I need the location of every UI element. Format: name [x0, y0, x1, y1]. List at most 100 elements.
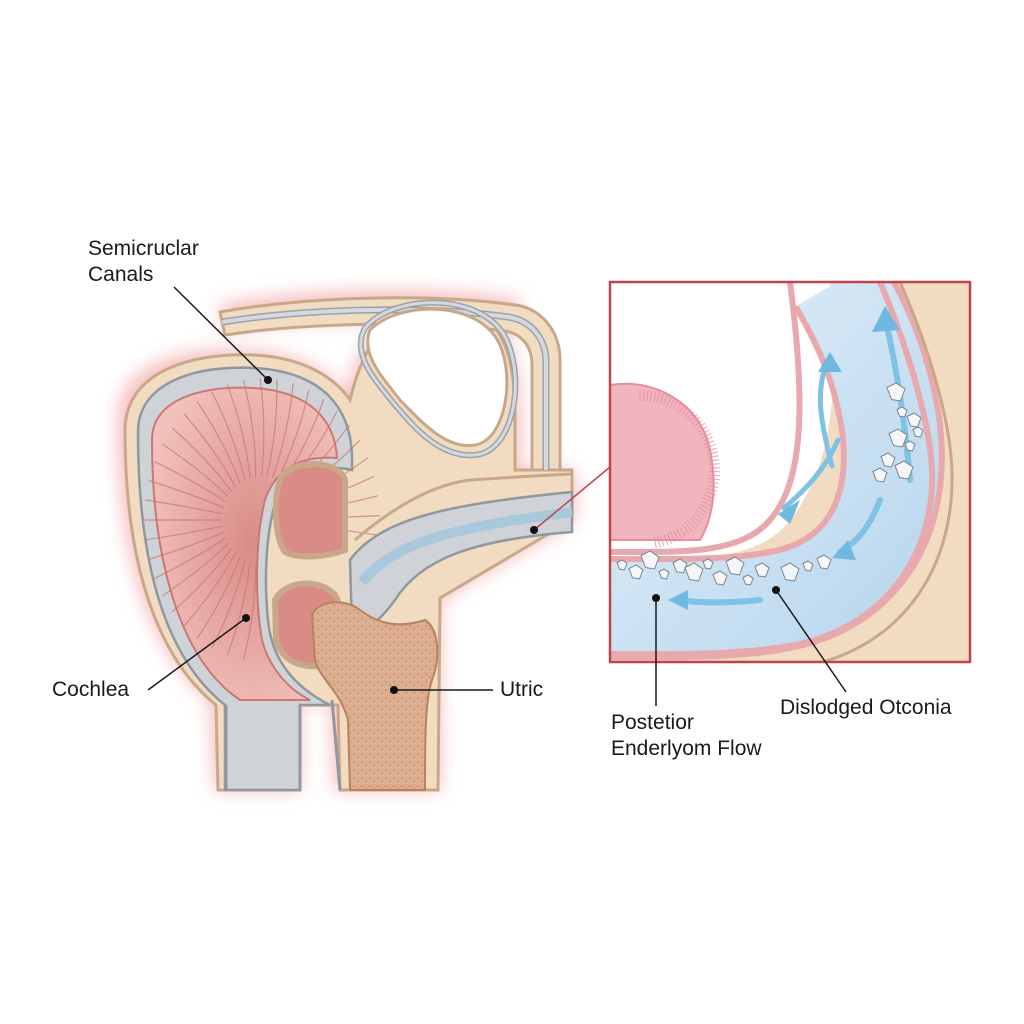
- cupula-hair: [675, 528, 683, 539]
- vestibule-upper: [272, 461, 348, 560]
- cupula-hair: [689, 517, 698, 526]
- cupula-hair: [649, 390, 653, 402]
- cochlea-striation: [183, 413, 237, 488]
- otoconia-crystal-icon: [816, 554, 832, 570]
- otoconia-crystal-icon: [904, 440, 916, 452]
- otoconia-crystal-icon: [888, 428, 908, 448]
- cupula-hair: [708, 477, 720, 481]
- cupula-hair: [672, 399, 679, 410]
- inset-zoom: [608, 280, 972, 706]
- label-semicircular-canals: Semicruclar Canals: [88, 236, 199, 288]
- leader-lines: [147, 286, 611, 691]
- otoconia-crystal-icon: [906, 412, 922, 428]
- cupula-hair: [678, 403, 686, 414]
- cochlea-striation: [226, 562, 251, 656]
- cochlea-striation: [183, 552, 237, 627]
- cupula-hair: [669, 397, 676, 409]
- cupula-hair: [686, 519, 696, 529]
- cochlea-striation: [242, 563, 257, 661]
- cupula-hair: [672, 530, 680, 541]
- cupula-hair: [681, 524, 690, 534]
- cupula-hair: [691, 416, 701, 425]
- cupula-hair: [701, 500, 712, 507]
- cochlea-striation: [162, 543, 229, 597]
- marker-dot-utricle: [390, 686, 398, 694]
- cochlea-striation: [242, 379, 257, 477]
- label-cochlea: Cochlea: [52, 678, 130, 701]
- cupula-hair: [697, 425, 708, 433]
- posterior-canal-duct: [348, 490, 574, 632]
- otoconia-crystal-icon: [780, 562, 800, 582]
- cochlea-striation: [266, 379, 278, 477]
- cupula-hair: [678, 526, 686, 537]
- cupula-hair: [707, 455, 719, 459]
- cupula-hair: [697, 506, 708, 514]
- cupula-hair: [702, 436, 714, 442]
- otoconia-crystal-icon: [880, 452, 896, 468]
- cupula-hair: [702, 497, 714, 503]
- cupula-hair: [691, 515, 701, 523]
- label-dislodged-otoconia: Dislodged Otconia: [780, 696, 952, 719]
- cochlea-striation: [211, 391, 246, 481]
- cupula-hair: [642, 390, 645, 402]
- cupula-hair: [707, 451, 719, 455]
- cupula-hair: [704, 494, 715, 500]
- cupula-hair: [646, 390, 649, 402]
- cupula-hair: [695, 422, 706, 431]
- cupula-hair: [653, 537, 657, 549]
- canal-loop: [366, 307, 509, 447]
- label-utricle: Utric: [500, 678, 544, 701]
- cochlea-striation: [145, 525, 223, 541]
- label-posterior-flow-line1: Postetior: [611, 711, 694, 734]
- cochlea-striation: [145, 499, 223, 515]
- cupula-hair: [708, 474, 720, 477]
- otoconia-crystal-icon: [616, 559, 628, 571]
- cupula-hair: [688, 413, 698, 423]
- cochlea-striation: [154, 461, 226, 503]
- cupula-hair: [684, 522, 693, 532]
- anatomy-main: [118, 290, 575, 792]
- label-semicircular-canals-line2: Canals: [88, 263, 154, 286]
- cochlea-striation: [154, 537, 226, 579]
- cupula-hair: [693, 512, 704, 520]
- marker-dot-canals: [264, 376, 272, 384]
- otoconia-crystals: [616, 382, 924, 586]
- otoconia-crystal-icon: [894, 460, 914, 480]
- label-posterior-flow: Postetior Enderlyom Flow: [611, 710, 762, 762]
- otoconia-crystal-icon: [754, 562, 770, 578]
- cupula-hair: [686, 410, 695, 420]
- cupula-hair: [708, 463, 720, 466]
- cupula-hair: [706, 447, 718, 452]
- otoconia-crystal-icon: [712, 570, 728, 586]
- cupula-hair: [653, 391, 657, 403]
- cochlea-striation: [148, 531, 224, 561]
- cochlea-striation: [162, 443, 229, 497]
- cupula-hair: [693, 419, 703, 428]
- cupula-hair: [699, 429, 710, 436]
- cupula-hair: [705, 491, 717, 496]
- cochlea-striation: [171, 427, 233, 492]
- cochlea-striation: [148, 479, 224, 509]
- otoconia-crystal-icon: [684, 562, 704, 582]
- cupula-hair: [707, 481, 719, 484]
- cupula-hair: [681, 405, 689, 416]
- otoconia-crystal-icon: [896, 406, 908, 418]
- marker-dot-cochlea: [242, 614, 250, 622]
- cupula-hair: [675, 401, 683, 412]
- cupula-hair: [659, 393, 664, 405]
- otoconia-crystal-icon: [658, 568, 670, 580]
- cochlea-striation: [171, 548, 233, 613]
- cupula-hair: [666, 533, 673, 544]
- cochlea-striation: [226, 384, 251, 478]
- otoconia-crystal-icon: [640, 550, 660, 570]
- cupula-hair: [707, 484, 719, 488]
- otoconia-crystal-icon: [725, 556, 745, 576]
- cochlea-striation: [277, 389, 310, 480]
- cochlea-striation: [196, 401, 241, 484]
- label-posterior-flow-line2: Enderlyom Flow: [611, 737, 762, 760]
- cupula-hair: [669, 531, 676, 543]
- cupula-hair: [663, 394, 668, 406]
- utricle: [310, 601, 439, 791]
- cochlea-striation: [196, 556, 241, 639]
